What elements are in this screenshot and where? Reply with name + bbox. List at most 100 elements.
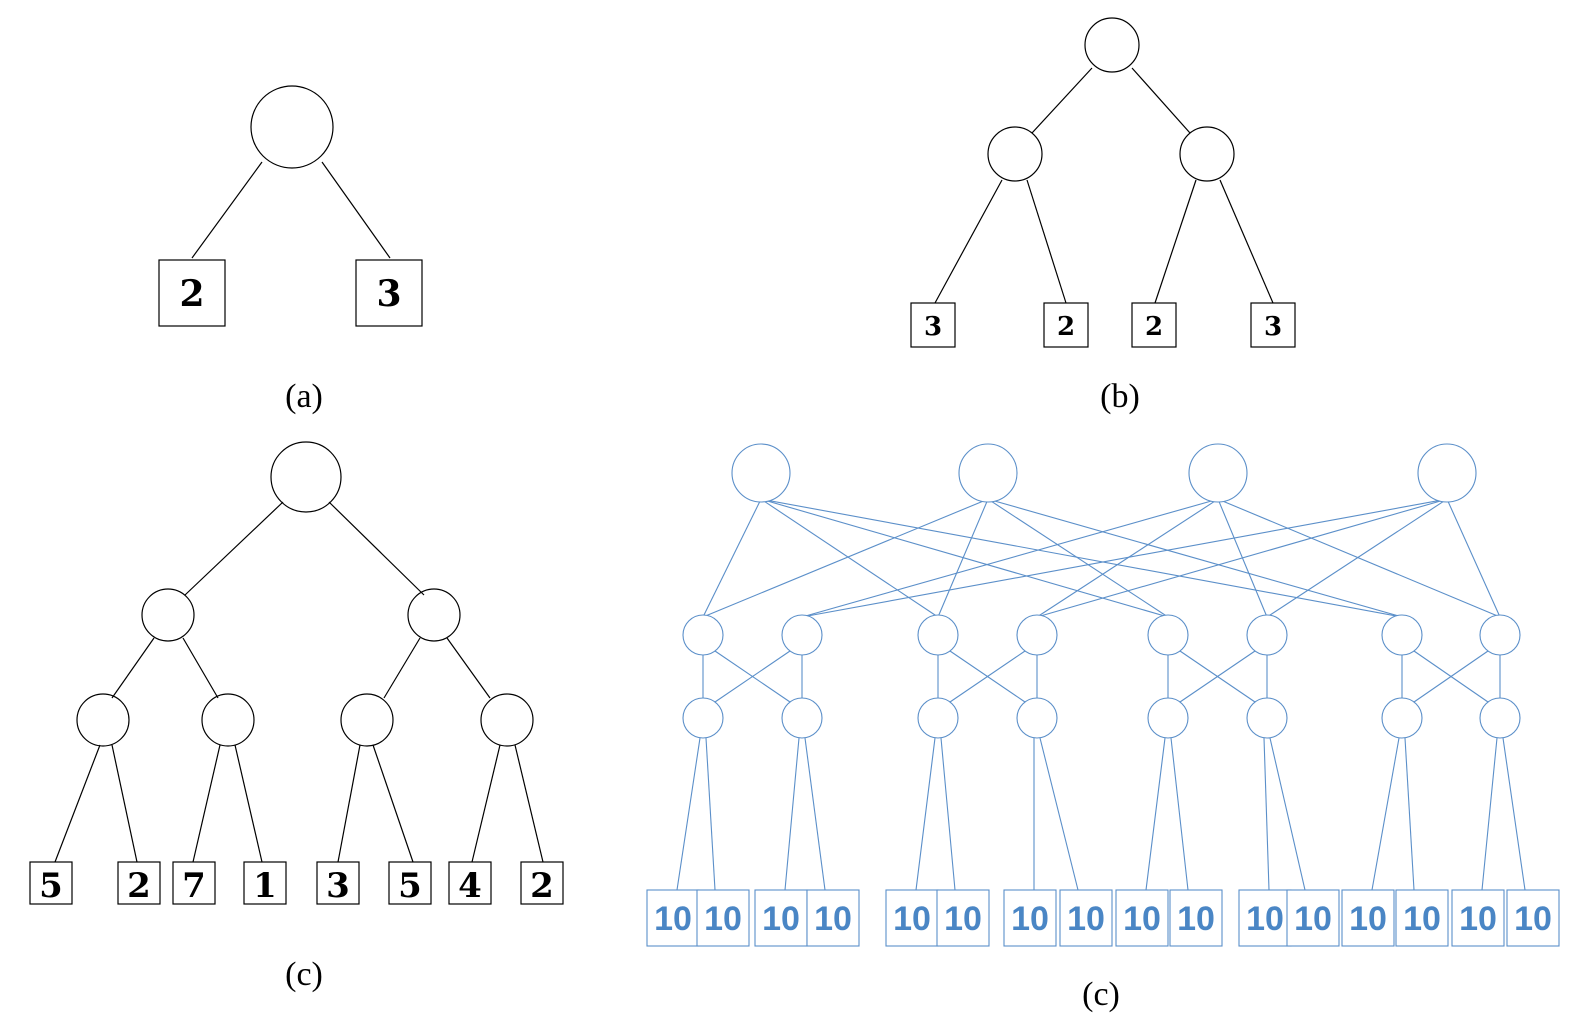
tree-node	[141, 588, 195, 642]
edge-switch-node	[917, 697, 959, 739]
leaf-box	[520, 861, 564, 905]
core-switch-node	[731, 443, 791, 503]
leaf-box	[1059, 889, 1113, 947]
edge	[760, 498, 939, 618]
leaf-value: 10	[1246, 900, 1284, 938]
leaf-box	[646, 889, 700, 947]
leaf-value: 4	[458, 866, 482, 906]
edge	[934, 179, 1003, 304]
edge	[702, 498, 762, 618]
aggregation-node	[781, 614, 823, 656]
edge	[471, 744, 501, 863]
leaf-value: 2	[127, 866, 151, 906]
edge	[383, 637, 421, 699]
edge	[801, 498, 1219, 618]
edge	[514, 744, 544, 863]
edge	[1502, 737, 1526, 891]
leaf-box	[1043, 302, 1089, 348]
diagram-b	[910, 17, 1296, 348]
core-switch-node	[1188, 443, 1248, 503]
edge	[337, 744, 361, 863]
edge	[184, 501, 284, 596]
leaf-value: 5	[39, 866, 63, 906]
leaf-value: 1	[253, 866, 277, 906]
edge-switch-node	[1016, 697, 1058, 739]
leaf-value: 3	[376, 273, 401, 315]
leaf-value: 10	[1514, 900, 1552, 938]
edge	[182, 637, 219, 699]
edge	[1179, 650, 1256, 703]
leaf-box	[1115, 889, 1169, 947]
edge	[321, 161, 391, 259]
leaf-box	[1451, 889, 1505, 947]
edge	[1269, 737, 1306, 891]
edge	[702, 498, 989, 618]
leaf-box	[1238, 889, 1292, 947]
leaf-value: 3	[1264, 312, 1282, 342]
edge	[804, 737, 826, 891]
aggregation-node	[1479, 614, 1521, 656]
edge	[937, 498, 989, 618]
leaf-value: 10	[762, 900, 800, 938]
edge	[372, 744, 414, 863]
edge-switch-node	[1147, 697, 1189, 739]
leaf-box	[29, 861, 73, 905]
edge	[784, 737, 800, 891]
edge	[1031, 67, 1093, 134]
edge	[676, 737, 701, 891]
aggregation-node	[682, 614, 724, 656]
tree-node-root	[250, 85, 334, 169]
leaf-box	[1341, 889, 1395, 947]
edge	[54, 744, 101, 863]
tree-node	[480, 693, 534, 747]
edge-switch-node	[1479, 697, 1521, 739]
edge	[191, 161, 263, 259]
core-switch-node	[958, 443, 1018, 503]
edge-switch-node	[781, 697, 823, 739]
edge	[111, 744, 138, 863]
edge	[915, 737, 936, 891]
leaf-value: 2	[530, 866, 554, 906]
caption-a: (a)	[285, 378, 323, 415]
caption-b: (b)	[1100, 378, 1140, 415]
diagram-c	[29, 441, 564, 905]
edge	[1131, 67, 1191, 134]
tree-node	[340, 693, 394, 747]
leaf-box	[158, 259, 226, 327]
leaf-box	[885, 889, 939, 947]
diagram-a	[158, 85, 423, 327]
leaf-box	[1250, 302, 1296, 348]
leaf-value: 10	[1349, 900, 1387, 938]
leaf-value: 10	[814, 900, 852, 938]
edge	[1036, 498, 1448, 618]
diagram-d	[646, 443, 1560, 947]
edge	[1266, 498, 1448, 618]
leaf-value: 10	[944, 900, 982, 938]
edge	[328, 501, 425, 596]
leaf-value: 2	[1057, 312, 1075, 342]
edge	[1039, 737, 1079, 891]
edge	[760, 498, 1403, 618]
tree-node	[1179, 126, 1235, 182]
aggregation-node	[1246, 614, 1288, 656]
edge	[1219, 179, 1274, 304]
leaf-box	[448, 861, 492, 905]
leaf-box	[1169, 889, 1223, 947]
edge-switch-node	[682, 697, 724, 739]
leaf-value: 10	[704, 900, 742, 938]
leaf-value: 10	[1294, 900, 1332, 938]
leaf-value: 10	[1123, 900, 1161, 938]
edge	[760, 498, 1169, 618]
edge	[801, 498, 1448, 618]
leaf-value: 10	[1067, 900, 1105, 938]
edge-switch-node	[1381, 697, 1423, 739]
edge	[949, 650, 1026, 703]
tree-node	[76, 693, 130, 747]
leaf-box	[806, 889, 860, 947]
leaf-box	[1003, 889, 1057, 947]
core-switch-node	[1417, 443, 1477, 503]
edge	[1145, 737, 1166, 891]
leaf-box	[1506, 889, 1560, 947]
